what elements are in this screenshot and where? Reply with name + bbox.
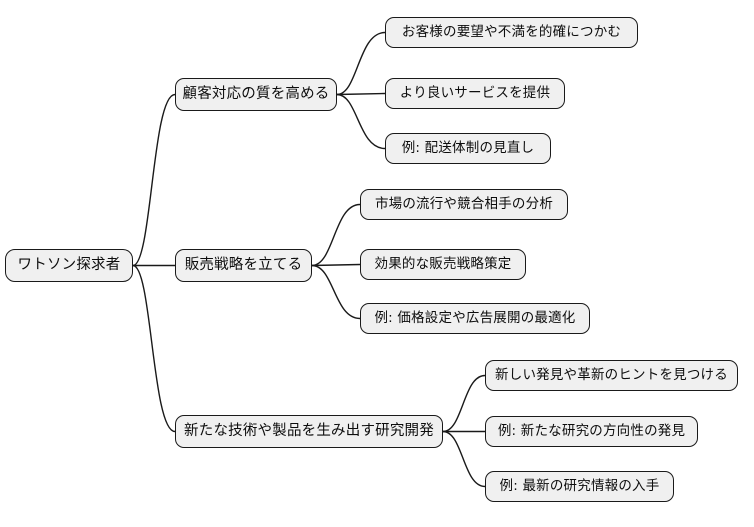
edge-branch-0-to-leaf-0-0 — [336, 31, 386, 96]
mindmap-leaf-node-0-0-label: お客様の要望や不満を的確につかむ — [401, 23, 622, 40]
edge-branch-2-to-leaf-2-0 — [442, 374, 486, 433]
edge-root-to-branch-0 — [132, 93, 176, 267]
edge-branch-1-to-leaf-1-2 — [311, 264, 361, 320]
mindmap-root-node[interactable]: ワトソン探求者 — [5, 249, 133, 282]
mindmap-branch-node-2-label: 新たな技術や製品を生み出す研究開発 — [184, 423, 434, 440]
mindmap-leaf-node-2-0[interactable]: 新しい発見や革新のヒントを見つける — [485, 360, 738, 391]
mindmap-branch-node-2[interactable]: 新たな技術や製品を生み出す研究開発 — [175, 415, 443, 448]
edge-branch-1-to-leaf-1-1 — [311, 263, 361, 267]
mindmap-leaf-node-1-1-label: 効果的な販売戦略策定 — [374, 255, 512, 272]
mindmap-leaf-node-2-1[interactable]: 例: 新たな研究の方向性の発見 — [485, 416, 698, 447]
mindmap-leaf-node-1-2-label: 例: 価格設定や広告展開の最適化 — [374, 309, 576, 326]
mindmap-branch-node-0-label: 顧客対応の質を高める — [182, 86, 330, 103]
mindmap-leaf-node-1-0[interactable]: 市場の流行や競合相手の分析 — [360, 189, 568, 220]
mindmap-leaf-node-0-0[interactable]: お客様の要望や不満を的確につかむ — [385, 17, 638, 48]
edge-branch-0-to-leaf-0-2 — [336, 93, 386, 150]
mindmap-leaf-node-2-2-label: 例: 最新の研究情報の入手 — [499, 477, 660, 494]
mindmap-leaf-node-1-2[interactable]: 例: 価格設定や広告展開の最適化 — [360, 303, 590, 334]
mindmap-leaf-node-0-1[interactable]: より良いサービスを提供 — [385, 78, 565, 109]
mindmap-leaf-node-1-1[interactable]: 効果的な販売戦略策定 — [360, 249, 526, 280]
mindmap-leaf-node-1-0-label: 市場の流行や競合相手の分析 — [374, 195, 554, 212]
mindmap-leaf-node-2-0-label: 新しい発見や革新のヒントを見つける — [495, 366, 728, 383]
edge-branch-1-to-leaf-1-0 — [311, 203, 361, 267]
mindmap-leaf-node-0-2[interactable]: 例: 配送体制の見直し — [385, 133, 551, 164]
mindmap-branch-node-1[interactable]: 販売戦略を立てる — [175, 249, 312, 282]
mindmap-leaf-node-0-1-label: より良いサービスを提供 — [399, 84, 551, 101]
mindmap-leaf-node-2-2[interactable]: 例: 最新の研究情報の入手 — [485, 471, 674, 502]
mindmap-leaf-node-2-1-label: 例: 新たな研究の方向性の発見 — [497, 422, 686, 439]
mindmap-branch-node-0[interactable]: 顧客対応の質を高める — [175, 78, 337, 111]
mindmap-branch-node-1-label: 販売戦略を立てる — [184, 257, 303, 274]
edge-branch-0-to-leaf-0-1 — [336, 92, 386, 96]
edge-branch-2-to-leaf-2-2 — [442, 430, 486, 488]
mindmap-leaf-node-0-2-label: 例: 配送体制の見直し — [401, 139, 535, 156]
mindmap-root-node-label: ワトソン探求者 — [17, 257, 121, 274]
edge-root-to-branch-2 — [132, 264, 176, 433]
